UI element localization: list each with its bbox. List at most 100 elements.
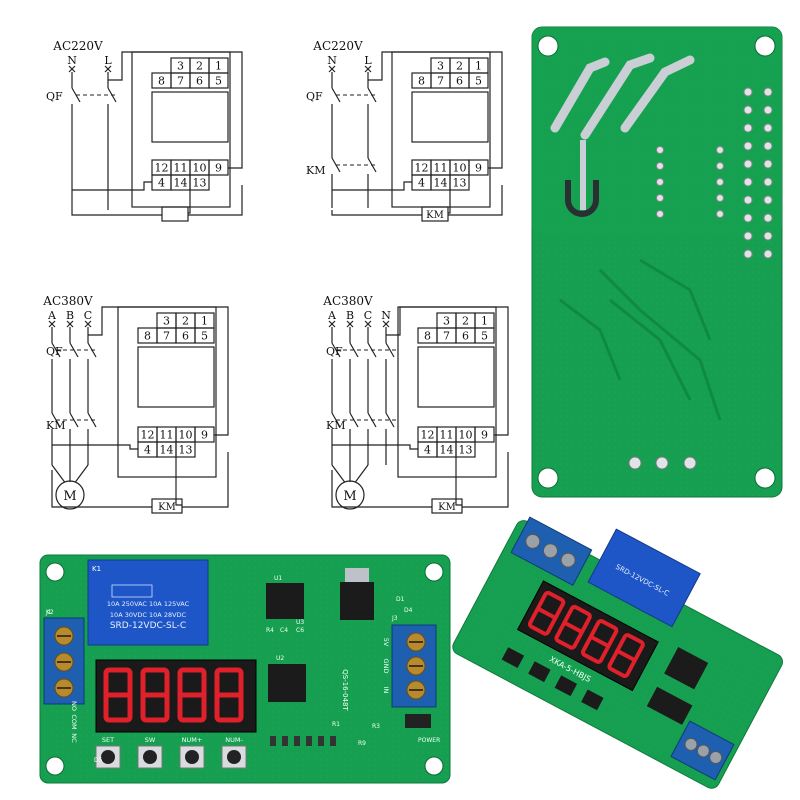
breaker-label: QF xyxy=(326,345,343,358)
solder-pad xyxy=(716,178,724,186)
solder-pad xyxy=(763,123,773,133)
terminal-mark xyxy=(48,320,56,328)
push-button xyxy=(528,661,551,683)
solder-pad xyxy=(683,456,697,470)
display-segment xyxy=(589,634,610,648)
relay-component xyxy=(587,528,701,628)
control-wire xyxy=(332,181,412,191)
push-button xyxy=(501,647,525,669)
solder-pad xyxy=(716,194,724,202)
terminal-top-number: 5 xyxy=(475,75,482,88)
terminal-top-number: 7 xyxy=(177,75,184,88)
motor-wire xyxy=(51,464,66,483)
relay-label: K1 xyxy=(92,565,101,573)
load-wire xyxy=(188,185,243,216)
terminal-bottom-number: 14 xyxy=(160,444,174,457)
contactor-label: KM xyxy=(306,164,325,177)
component-label: POWER xyxy=(418,737,440,744)
load-wire xyxy=(71,210,162,216)
terminal-top-number: 3 xyxy=(437,60,444,73)
terminal-mark xyxy=(382,320,390,328)
solder-pad xyxy=(743,231,753,241)
terminal-bottom-number: 4 xyxy=(158,177,165,190)
terminal-bottom-number: 11 xyxy=(440,429,454,442)
terminal-top-number: 8 xyxy=(418,75,425,88)
relay-slot xyxy=(565,180,599,217)
terminal-cell xyxy=(455,441,476,458)
terminal-mark xyxy=(364,320,372,328)
smd-component xyxy=(318,736,324,746)
solder-pad xyxy=(763,159,773,169)
relay-component xyxy=(87,559,209,646)
control-wire xyxy=(72,181,152,191)
breaker-contact xyxy=(385,342,395,358)
phase-label: B xyxy=(346,309,354,322)
regulator-chip xyxy=(340,582,374,620)
terminal-top-number: 5 xyxy=(481,330,488,343)
mount-hole xyxy=(45,756,65,776)
input-pin-label: IN xyxy=(382,687,390,694)
phase-label: N xyxy=(381,309,391,322)
terminal-top-number: 5 xyxy=(201,330,208,343)
terminal-cell xyxy=(449,174,470,191)
motor-wire xyxy=(354,464,369,483)
terminal-bottom-number: 11 xyxy=(434,162,448,175)
terminal-bottom-number: 10 xyxy=(459,429,473,442)
component-label: U2 xyxy=(276,655,284,662)
control-wire xyxy=(88,306,229,436)
regulator-tab xyxy=(345,568,369,582)
solder-pad xyxy=(763,249,773,259)
component-label: R9 xyxy=(358,740,366,747)
supply-label: AC380V xyxy=(42,294,93,308)
contactor-contact xyxy=(385,412,395,428)
display-segment xyxy=(536,606,557,620)
supply-label: AC220V xyxy=(312,39,363,53)
terminal-top-number: 2 xyxy=(182,315,189,328)
control-wire xyxy=(332,444,418,450)
component-label: D1 xyxy=(396,596,405,603)
solder-pad xyxy=(716,210,724,218)
terminal-bottom-number: 9 xyxy=(201,429,208,442)
terminal-top-number: 1 xyxy=(475,60,482,73)
terminal-bottom-number: 13 xyxy=(459,444,473,457)
component-label: R1 xyxy=(332,721,340,728)
mount-hole xyxy=(537,35,559,57)
terminal-top-number: 7 xyxy=(443,330,450,343)
load-wire xyxy=(51,470,152,508)
smd-component xyxy=(306,736,312,746)
mount-hole xyxy=(424,562,444,582)
copper-trace xyxy=(639,258,712,341)
phase-label: L xyxy=(104,54,112,67)
diode xyxy=(405,714,431,728)
load-coil xyxy=(161,206,189,222)
terminal-top-number: 1 xyxy=(201,315,208,328)
breaker-label: QF xyxy=(306,90,323,103)
push-button xyxy=(581,689,604,711)
phase-label: C xyxy=(84,309,92,322)
terminal-bottom-number: 12 xyxy=(415,162,429,175)
push-button-cap xyxy=(185,750,199,764)
solder-pad xyxy=(655,456,669,470)
phase-label: C xyxy=(364,309,372,322)
contactor-label: KM xyxy=(46,419,65,432)
solder-pad xyxy=(743,249,753,259)
solder-pad xyxy=(656,146,664,154)
load-wire xyxy=(448,185,503,216)
screw-terminal xyxy=(684,737,698,751)
load-wire xyxy=(331,210,422,216)
solder-pad xyxy=(656,194,664,202)
terminal-top-number: 6 xyxy=(462,330,469,343)
terminal-cell xyxy=(474,327,495,344)
terminal-top-number: 8 xyxy=(144,330,151,343)
component-label: D5 xyxy=(94,757,103,764)
terminal-cell xyxy=(175,441,196,458)
terminal-bottom-number: 14 xyxy=(174,177,188,190)
terminal-cell xyxy=(194,327,215,344)
terminal-bottom-number: 13 xyxy=(193,177,207,190)
breaker-label: QF xyxy=(46,345,63,358)
